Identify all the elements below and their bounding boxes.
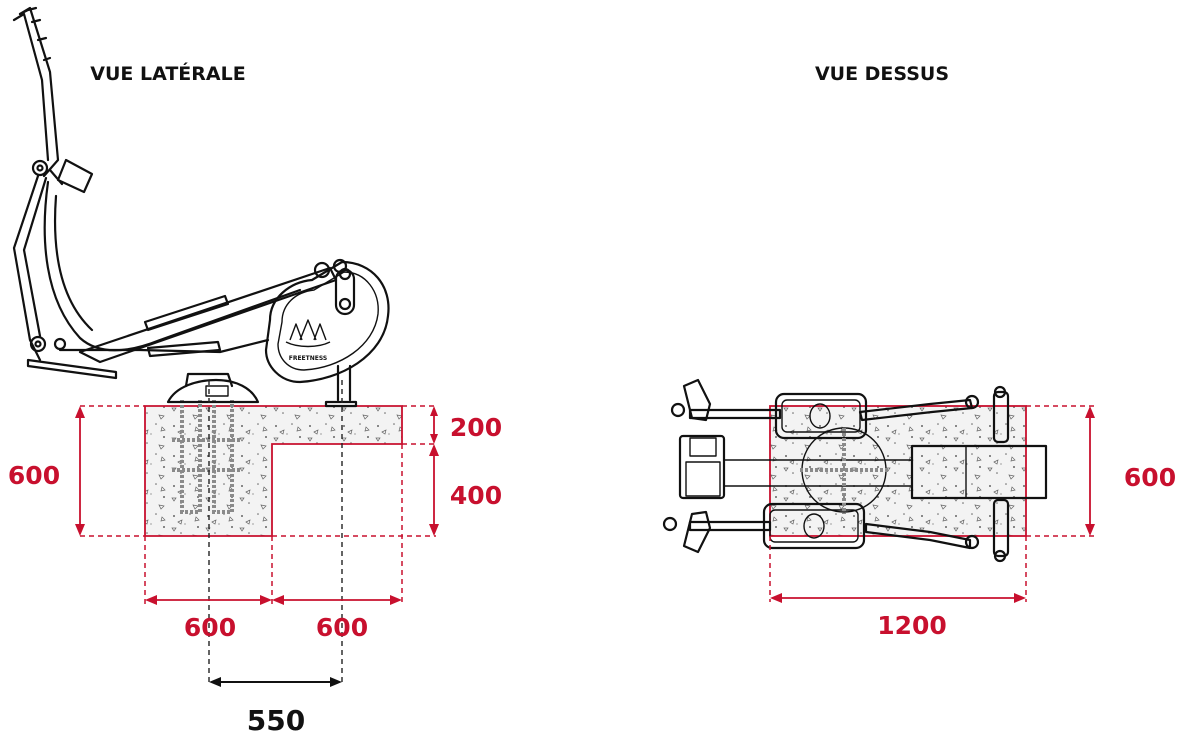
dim-side-height-upper: 200 (450, 413, 502, 442)
dim-side-height-total: 600 (8, 461, 60, 490)
side-rebar-cage (172, 400, 242, 514)
top-view: 600 1200 (662, 378, 1176, 640)
elliptical-trainer-side: FREETNESS (12, 6, 390, 408)
dim-anchor-spacing: 550 (247, 704, 305, 735)
elliptical-trainer-top (662, 378, 1048, 563)
dim-side-width-right: 600 (316, 613, 368, 642)
brand-logo: FREETNESS (285, 319, 331, 362)
side-view-title: VUE LATÉRALE (90, 62, 245, 85)
top-view-title: VUE DESSUS (815, 63, 949, 85)
dim-top-height: 600 (1124, 463, 1176, 492)
dim-side-height-lower: 400 (450, 481, 502, 510)
side-view: FREETNESS 600 200 400 (8, 6, 502, 735)
dim-side-width-left: 600 (184, 613, 236, 642)
logo-text: FREETNESS (289, 355, 328, 362)
dim-top-width: 1200 (877, 611, 947, 640)
